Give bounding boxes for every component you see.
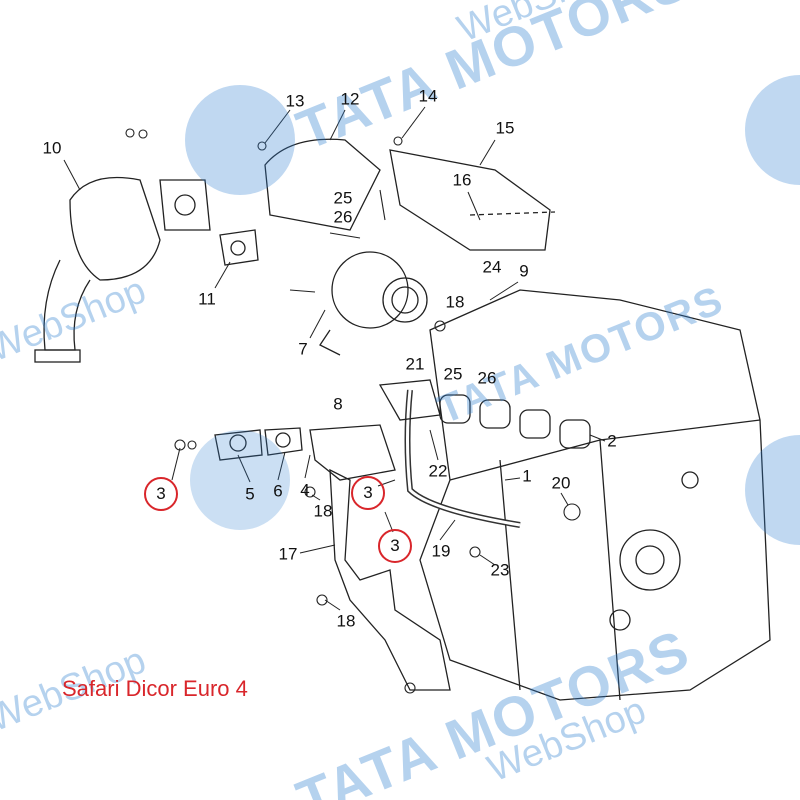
callout-22: 22 [428, 461, 448, 481]
callout-26: 26 [333, 207, 353, 227]
callout-20: 20 [551, 473, 571, 493]
callout-7: 7 [298, 339, 308, 359]
callout-19: 19 [431, 541, 451, 561]
callout-2: 2 [607, 431, 617, 451]
callout-15: 15 [495, 118, 515, 138]
engine-block [419, 289, 771, 701]
tata-logo-icon [745, 435, 800, 545]
callout-10: 10 [42, 138, 62, 158]
callout-24: 24 [482, 257, 502, 277]
callout-1: 1 [522, 466, 532, 486]
callout-18: 18 [445, 292, 465, 312]
callout-4: 4 [300, 480, 310, 500]
callout-25: 25 [333, 188, 353, 208]
callout-5: 5 [245, 484, 255, 504]
callout-16: 16 [452, 170, 472, 190]
tata-logo-icon [745, 75, 800, 185]
circled-callout-3: 3 [378, 529, 412, 563]
heat-shield [264, 138, 381, 231]
tata-logo-icon [185, 85, 295, 195]
circled-callout-3: 3 [351, 476, 385, 510]
callout-13: 13 [285, 91, 305, 111]
circled-callout-3: 3 [144, 477, 178, 511]
callout-17: 17 [278, 544, 298, 564]
callout-18: 18 [313, 501, 333, 521]
callout-12: 12 [340, 89, 360, 109]
callout-6: 6 [273, 481, 283, 501]
callout-18: 18 [336, 611, 356, 631]
callout-26: 26 [477, 368, 497, 388]
catalytic-converter [69, 176, 161, 281]
callout-8: 8 [333, 394, 343, 414]
callout-25: 25 [443, 364, 463, 384]
support-bracket [329, 468, 451, 691]
turbocharger [331, 251, 409, 329]
callout-21: 21 [405, 354, 425, 374]
tata-logo-icon [190, 430, 290, 530]
callout-14: 14 [418, 86, 438, 106]
callout-23: 23 [490, 560, 510, 580]
diagram-caption: Safari Dicor Euro 4 [62, 676, 248, 701]
callout-11: 11 [198, 289, 216, 309]
callout-9: 9 [519, 261, 529, 281]
